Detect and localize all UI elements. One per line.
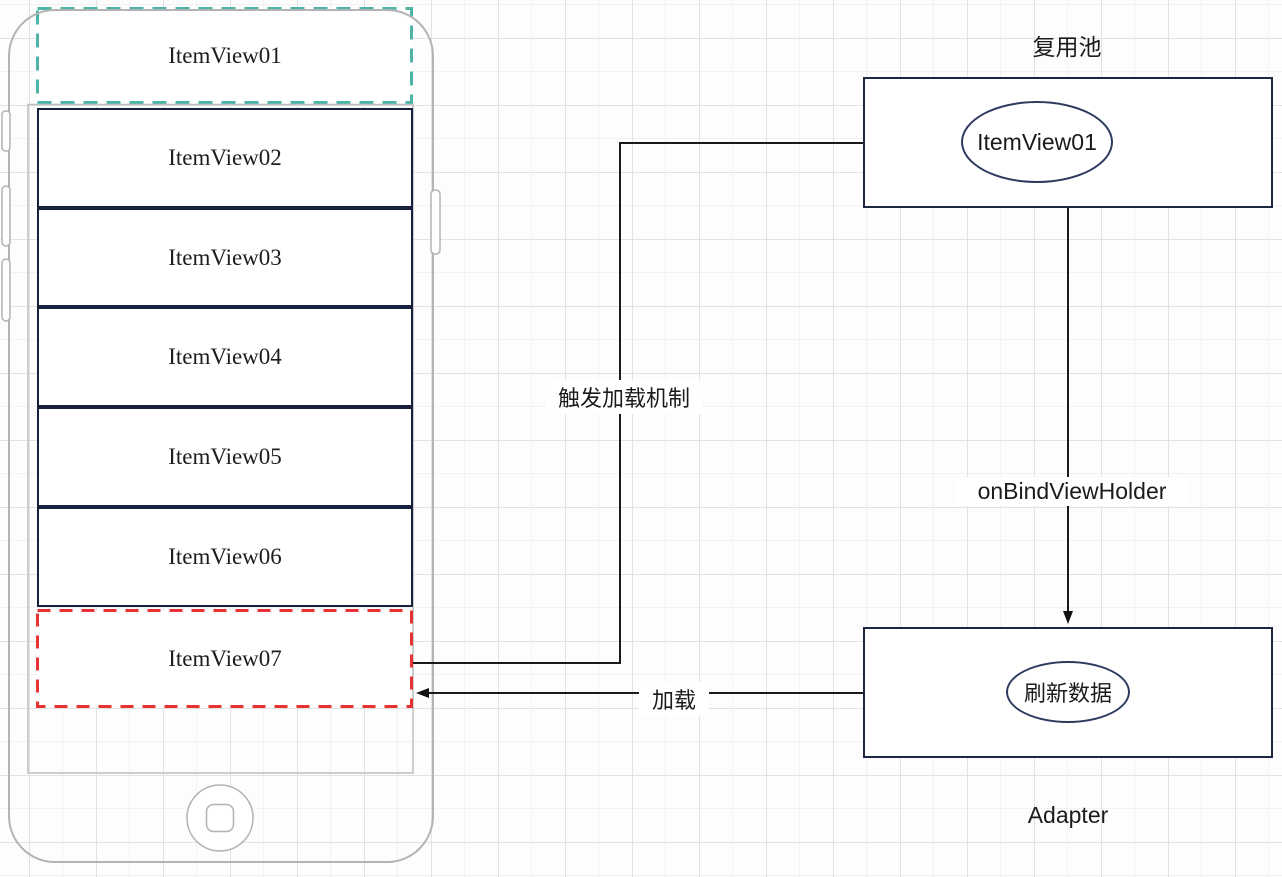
mute-switch <box>1 110 11 152</box>
reuse-pool-node: ItemView01 <box>961 101 1113 183</box>
item-row-02-label: ItemView02 <box>168 145 282 170</box>
volume-up-button <box>1 185 11 247</box>
item-row-01: ItemView01 <box>37 8 413 103</box>
reuse-pool-node-label: ItemView01 <box>977 128 1097 155</box>
item-row-04-label: ItemView04 <box>168 344 282 369</box>
load-edge-label: 加载 <box>639 682 709 716</box>
item-row-06: ItemView06 <box>37 507 413 607</box>
item-row-07-label: ItemView07 <box>168 645 282 671</box>
item-row-07: ItemView07 <box>37 610 413 707</box>
item-row-03: ItemView03 <box>37 208 413 307</box>
adapter-title: Adapter <box>1027 802 1109 828</box>
power-button <box>430 189 441 255</box>
onbindviewholder-edge-label: onBindViewHolder <box>957 477 1187 506</box>
recycled-item-highlight-teal <box>36 7 413 104</box>
trigger-load-edge-label: 触发加载机制 <box>546 380 702 414</box>
phone-body <box>8 9 434 863</box>
adapter-node-label: 刷新数据 <box>1023 681 1112 706</box>
home-button-inner-icon <box>205 803 235 833</box>
phone-screen <box>27 103 414 774</box>
item-row-04: ItemView04 <box>37 307 413 407</box>
home-button <box>186 784 254 852</box>
item-row-05-label: ItemView05 <box>168 444 282 469</box>
item-row-05: ItemView05 <box>37 407 413 507</box>
item-row-02: ItemView02 <box>37 108 413 208</box>
item-row-03-label: ItemView03 <box>168 244 282 270</box>
loading-item-highlight-red <box>36 609 413 708</box>
item-row-01-label: ItemView01 <box>168 42 282 68</box>
adapter-node: 刷新数据 <box>1006 661 1130 723</box>
volume-down-button <box>1 258 11 322</box>
reuse-pool-title: 复用池 <box>1032 34 1102 60</box>
item-row-06-label: ItemView06 <box>168 544 282 569</box>
